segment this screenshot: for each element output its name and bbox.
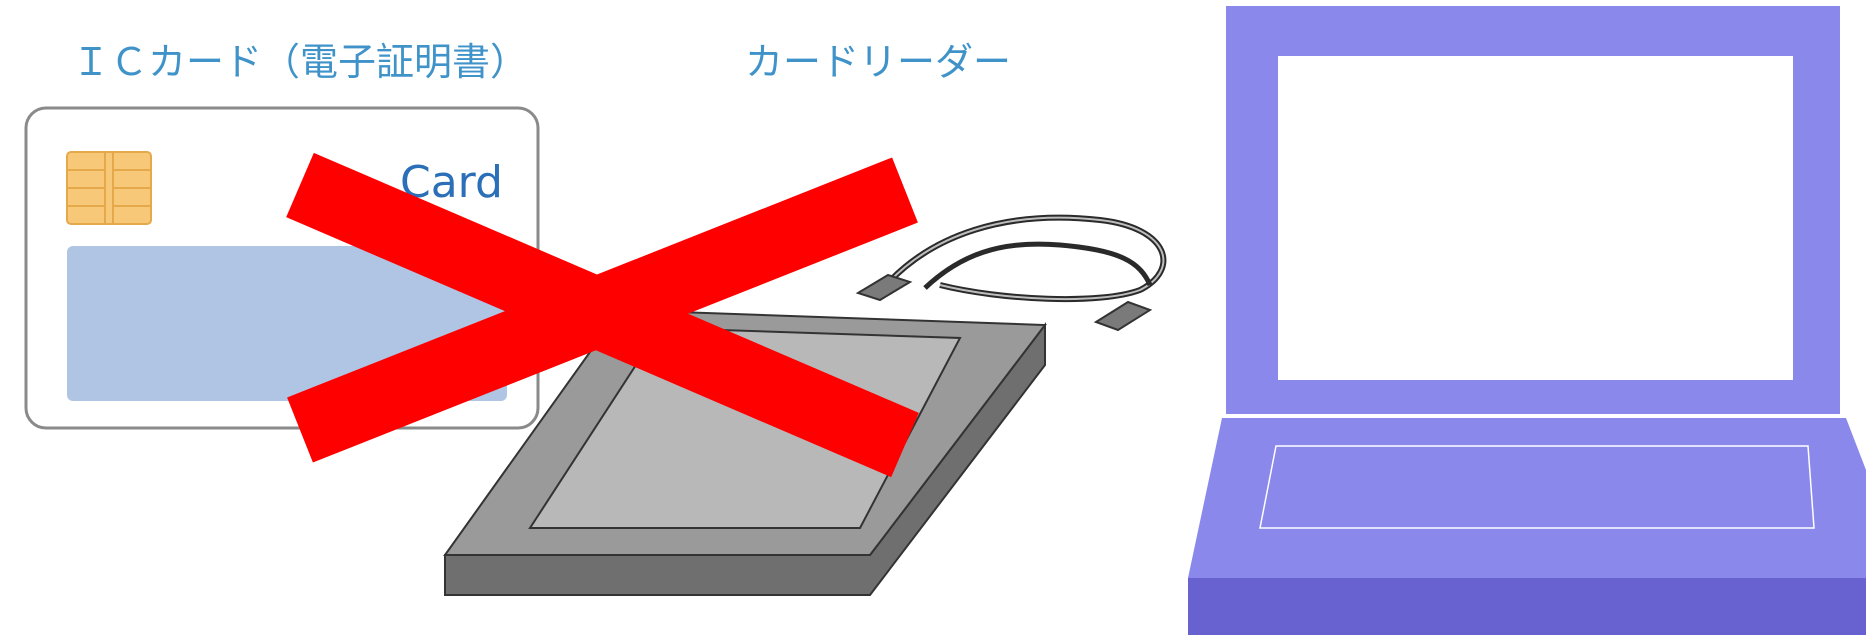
laptop-icon [1188, 6, 1866, 635]
card-reader-label: カードリーダー [745, 40, 1011, 84]
reader-cable [880, 218, 1163, 299]
chip-icon [67, 152, 151, 224]
laptop-keyboard [1188, 418, 1866, 635]
laptop-screen [1226, 6, 1840, 414]
ic-card-label: ＩＣカード（電子証明書） [72, 40, 528, 84]
